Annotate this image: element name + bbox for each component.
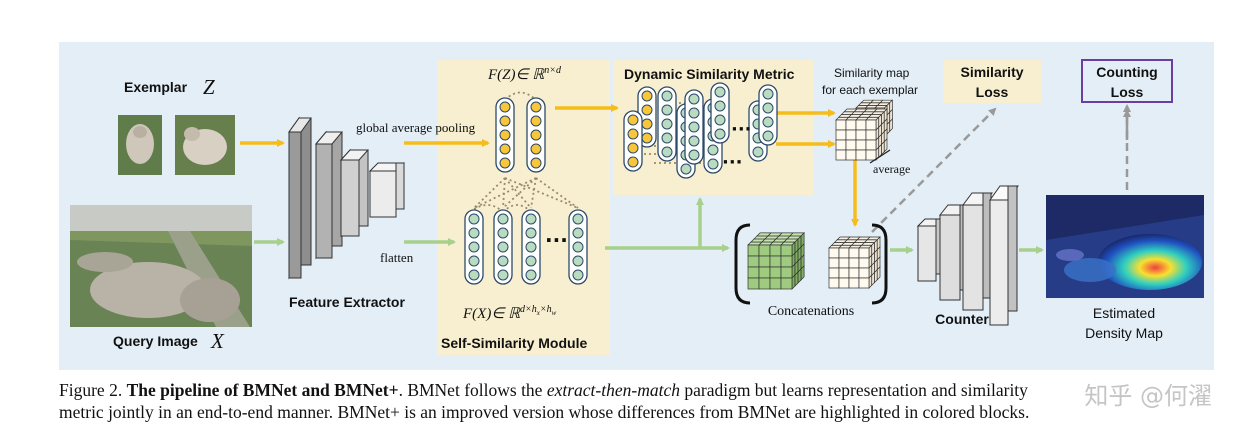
caption-line-2: metric jointly in an end-to-end manner. … xyxy=(59,402,1030,422)
query-vector-4 xyxy=(568,209,588,285)
metric-dots-2: ··· xyxy=(722,152,743,173)
average-line xyxy=(869,149,891,164)
metric-dots-1: ··· xyxy=(731,119,752,140)
exemplar-image-1 xyxy=(118,115,162,175)
flatten-label: flatten xyxy=(380,250,414,265)
query-vector-1 xyxy=(464,209,484,285)
caption-line-1: Figure 2. The pipeline of BMNet and BMNe… xyxy=(59,380,1028,400)
density-map-image xyxy=(1046,195,1204,298)
gap-label: global average pooling xyxy=(356,120,476,135)
similarity-loss-dashed-arrow xyxy=(871,107,997,233)
similarity-loss-label-1: Similarity xyxy=(960,64,1023,80)
counting-loss-label-2: Loss xyxy=(1111,84,1144,100)
average-label: average xyxy=(873,162,910,176)
query-vector-2 xyxy=(493,209,513,285)
similarity-map-cube-front xyxy=(835,108,888,161)
similarity-loss-label-2: Loss xyxy=(976,84,1009,100)
concatenations-label: Concatenations xyxy=(768,304,854,319)
metric-vector-5 xyxy=(710,82,730,144)
query-feature-cube xyxy=(747,232,805,290)
counter-network xyxy=(916,185,1019,326)
counting-loss-box xyxy=(1081,59,1173,103)
exemplar-image-2 xyxy=(175,115,235,175)
dynamic-metric-label: Dynamic Similarity Metric xyxy=(624,66,795,82)
exemplar-vector-1 xyxy=(495,97,515,173)
query-symbol: X xyxy=(210,329,225,353)
exemplar-label: Exemplar xyxy=(124,79,188,95)
watermark: 知乎 @何濯 xyxy=(1084,382,1212,410)
exemplar-vector-2 xyxy=(526,97,546,173)
fx-formula: F(X)∈ ℝd×hx×hw xyxy=(462,304,557,322)
query-vector-3 xyxy=(521,209,541,285)
similarity-map-label-2: for each exemplar xyxy=(822,83,918,97)
counting-loss-label-1: Counting xyxy=(1096,64,1157,80)
feature-vectors xyxy=(464,82,778,285)
similarity-map-label-1: Similarity map xyxy=(834,66,910,80)
similarity-loss-box xyxy=(943,60,1041,103)
counter-label: Counter xyxy=(935,311,989,327)
density-map-label-2: Density Map xyxy=(1085,325,1163,341)
metric-vector-1 xyxy=(657,86,677,162)
similarity-cube xyxy=(828,236,881,289)
concat-right-bracket xyxy=(871,223,888,305)
exemplar-symbol: Z xyxy=(203,75,215,99)
feature-extractor-label: Feature Extractor xyxy=(289,294,405,310)
metric-vector-7 xyxy=(758,84,778,146)
feature-cubes xyxy=(747,99,894,290)
fz-formula: F(Z)∈ ℝn×d xyxy=(487,65,562,83)
metric-exemplar-vector-front xyxy=(623,110,643,172)
concat-left-bracket xyxy=(734,223,751,305)
selfsim-dots: ··· xyxy=(545,228,568,252)
self-similarity-label: Self-Similarity Module xyxy=(441,335,587,351)
density-map-label-1: Estimated xyxy=(1093,305,1155,321)
metric-vector-3 xyxy=(684,89,704,165)
feature-extractor-network xyxy=(288,116,406,280)
query-image xyxy=(70,205,252,327)
query-image-label: Query Image xyxy=(113,333,198,349)
